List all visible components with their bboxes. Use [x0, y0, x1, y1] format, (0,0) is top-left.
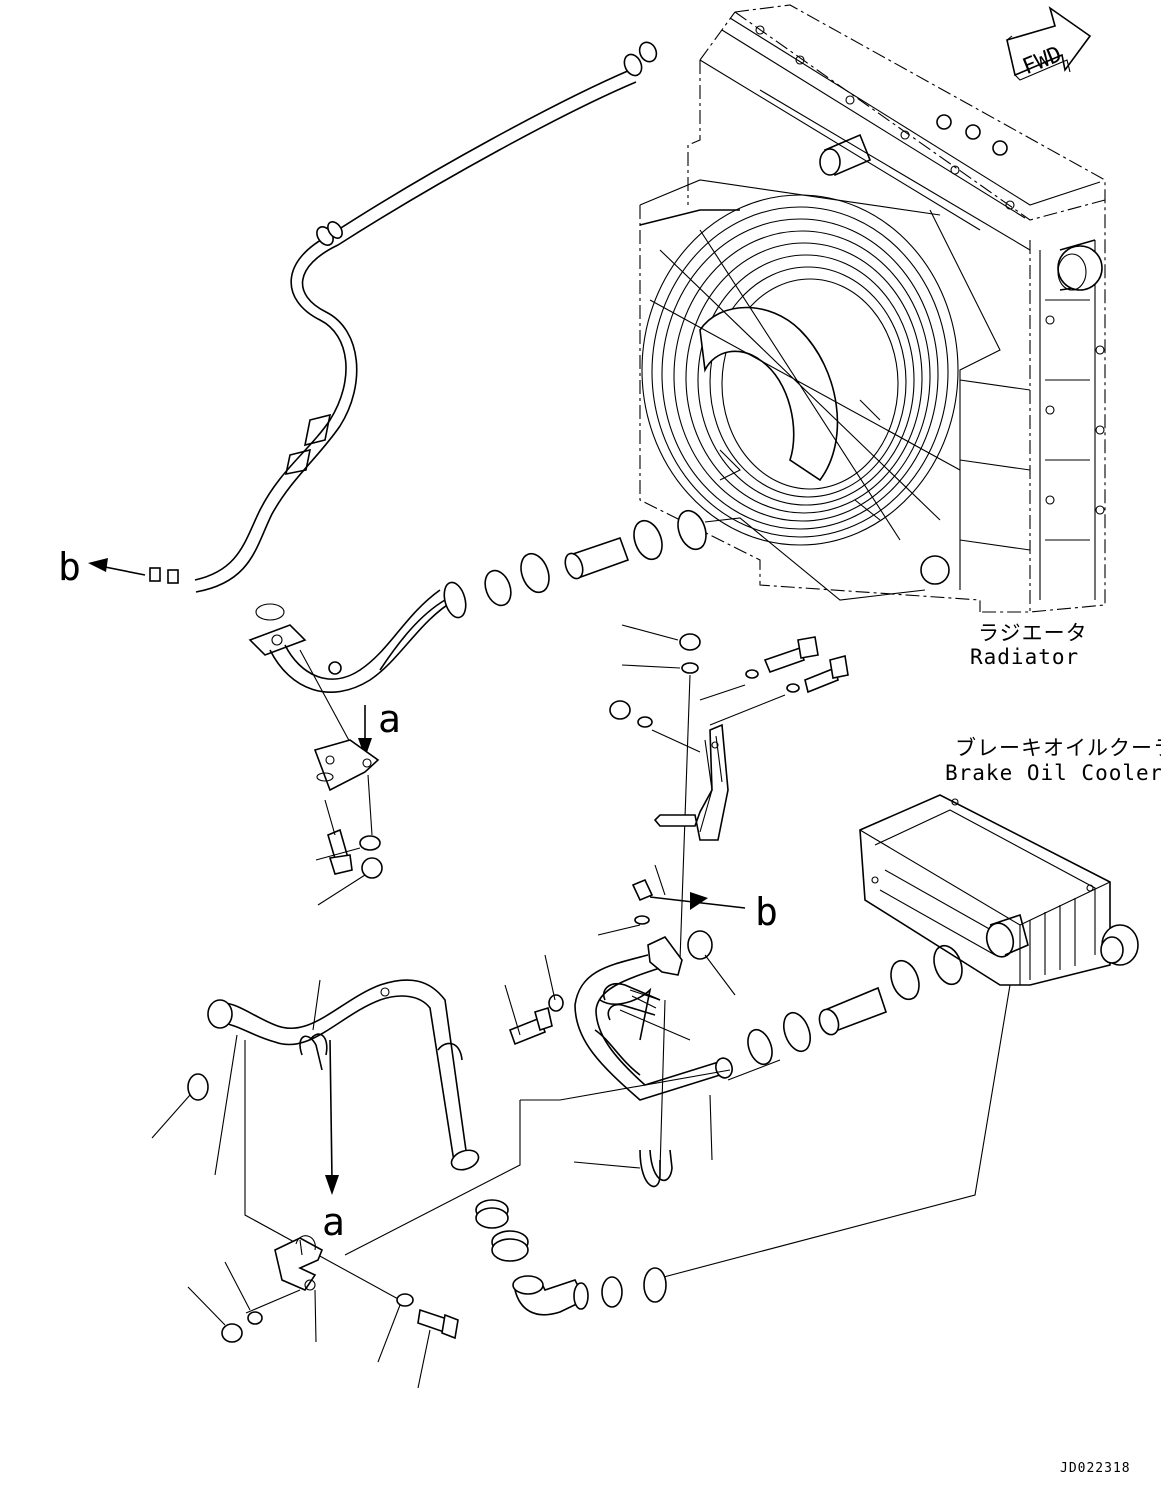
brake-cooler-label-jp: ブレーキオイルクーラ: [955, 736, 1161, 760]
cooler-hoses-upper: [747, 944, 963, 1066]
ref-b-left: b: [58, 545, 81, 589]
fwd-label: FWD: [1019, 42, 1065, 80]
ref-b-right-group: b: [597, 864, 778, 936]
radiator-label-jp: ラジエータ: [978, 621, 1088, 645]
ref-a-top: a: [378, 697, 401, 741]
brake-cooler-label-en: Brake Oil Cooler: [945, 761, 1161, 785]
lower-bracket-set: [187, 1235, 459, 1389]
ref-a-bottom: a: [322, 1200, 345, 1244]
upper-right-bracket-set: [609, 624, 849, 961]
fan-guard: [639, 194, 961, 585]
drawing-code: JD022318: [1060, 1461, 1131, 1476]
radiator-label-en: Radiator: [970, 645, 1079, 669]
fwd-arrow-icon: FWD: [1006, 6, 1092, 81]
upper-hose: b: [58, 41, 658, 593]
lower-left-pipe: a: [151, 979, 480, 1301]
radiator-outlet-pipe: [248, 509, 926, 771]
upper-bracket-set: [313, 739, 383, 906]
radiator-assembly: [639, 4, 1106, 613]
brake-oil-cooler: [659, 794, 1139, 1279]
brake-oil-cooler-caption: ブレーキオイルクーラ Brake Oil Cooler: [945, 736, 1161, 785]
radiator-caption: ラジエータ Radiator: [970, 621, 1088, 669]
ref-a-top-group: a: [358, 697, 401, 758]
center-u-pipe: [344, 930, 781, 1256]
ref-b-right: b: [755, 890, 778, 934]
cooler-hoses-lower: [475, 1199, 667, 1316]
